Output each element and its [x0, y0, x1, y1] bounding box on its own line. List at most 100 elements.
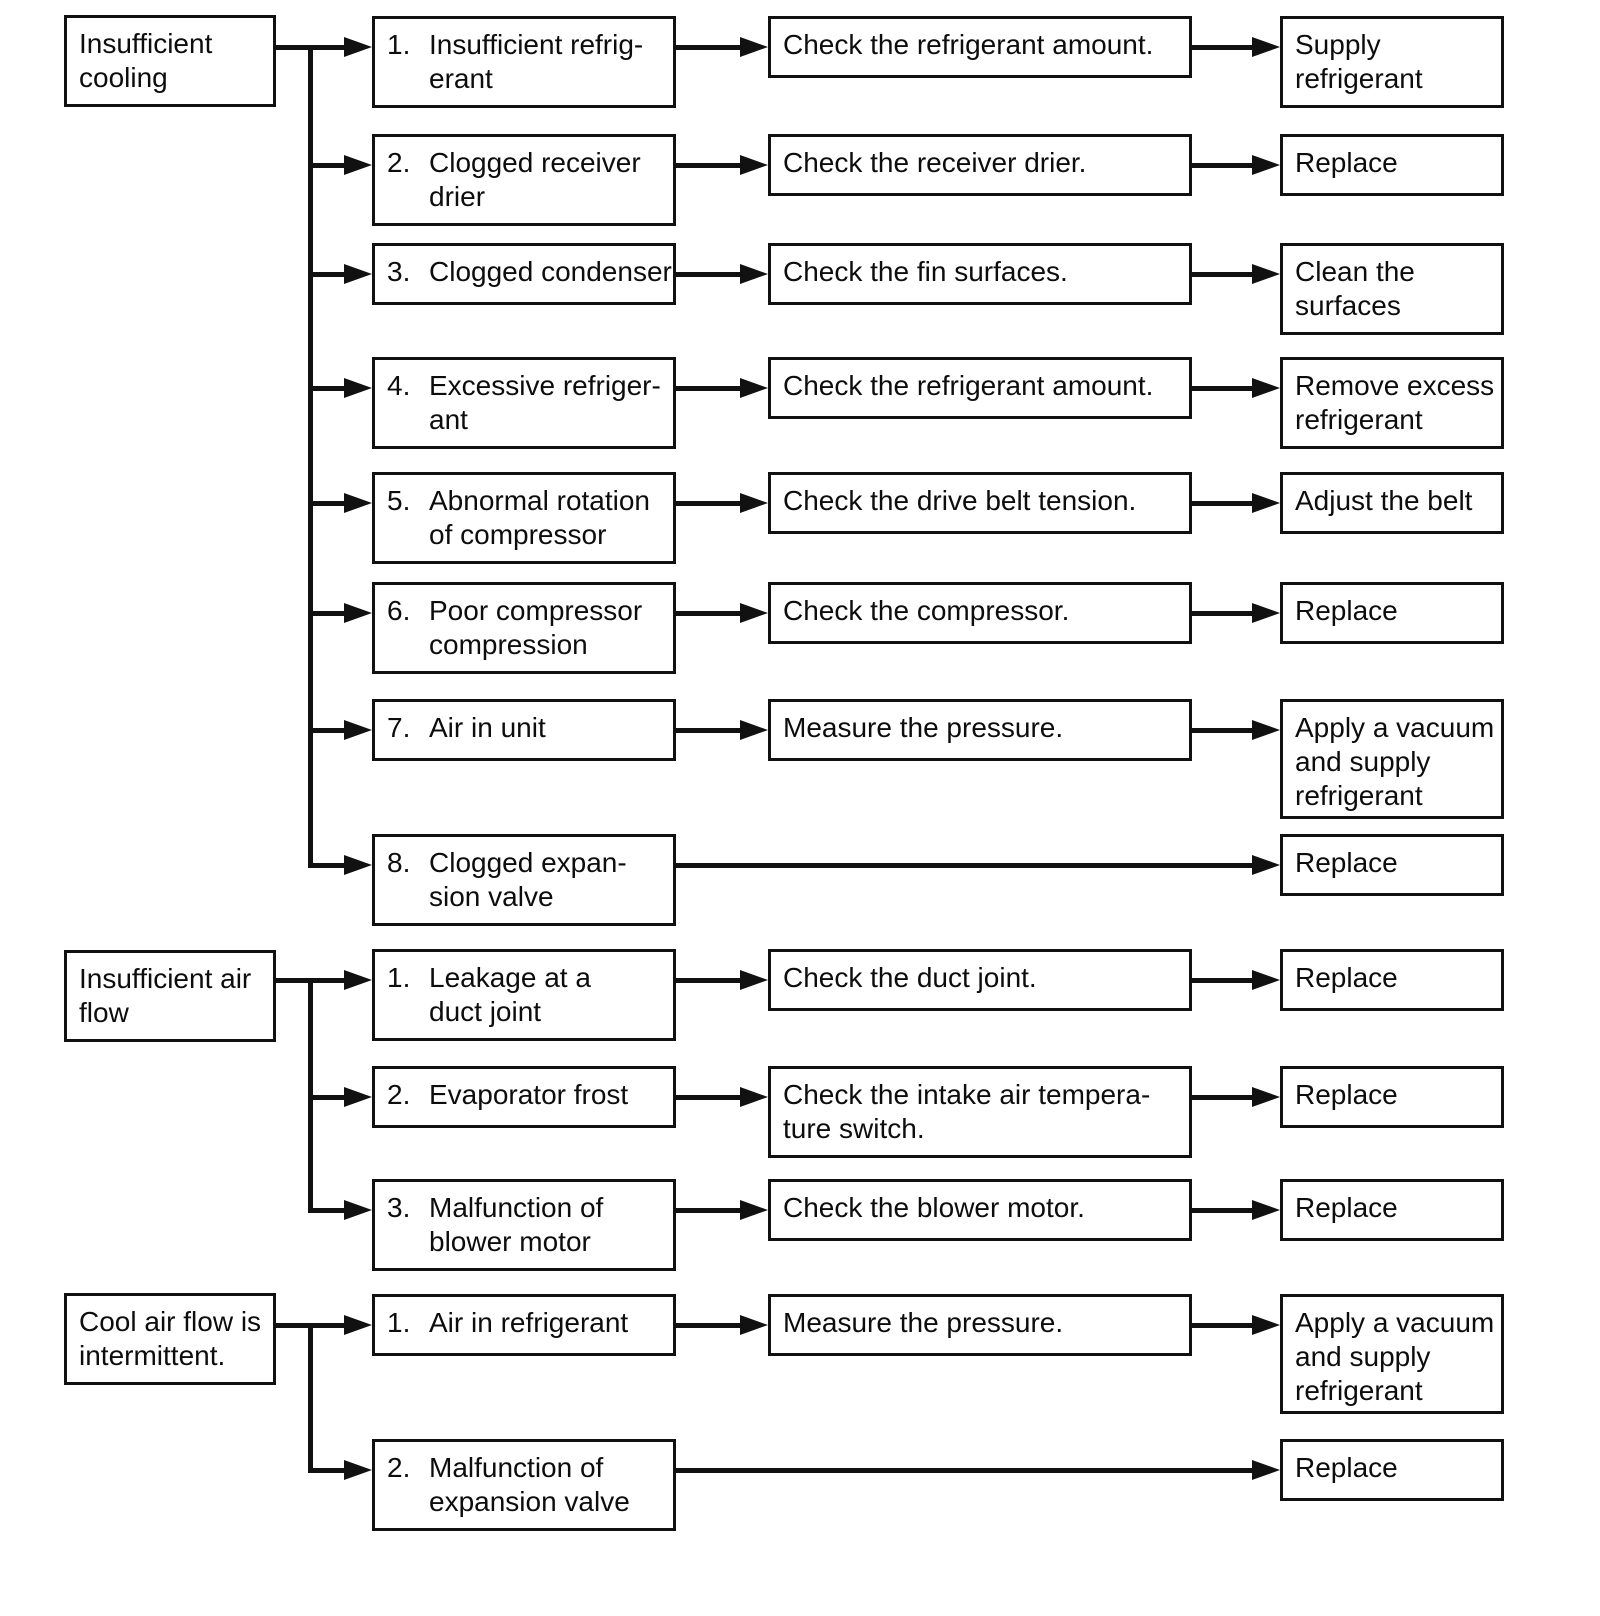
check-box: Check the compressor.: [768, 582, 1192, 644]
arrow-head-icon: [1252, 970, 1280, 990]
cause-number: 1.: [387, 29, 411, 60]
symptom-box-content: Cool air flow is intermittent.: [67, 1296, 273, 1382]
connector-line: [676, 386, 742, 391]
remedy-box: Replace: [1280, 1439, 1504, 1501]
arrow-head-icon: [1252, 720, 1280, 740]
remedy-box-content: Supply refrigerant: [1283, 19, 1501, 105]
cause-box: 2. Evaporator frost: [372, 1066, 676, 1128]
remedy-label: Replace: [1295, 595, 1398, 626]
connector-line: [676, 1323, 742, 1328]
remedy-label: Supply refrigerant: [1295, 29, 1423, 94]
connector-line: [1192, 978, 1254, 983]
arrow-head-icon: [344, 1315, 372, 1335]
cause-number: 3.: [387, 1192, 411, 1223]
cause-content: 7.Air in unit: [375, 702, 673, 754]
arrow-head-icon: [344, 37, 372, 57]
connector-line: [676, 1095, 742, 1100]
cause-box: 7.Air in unit: [372, 699, 676, 761]
check-box-content: Check the receiver drier.: [771, 137, 1189, 189]
cause-label: Malfunction of expansion valve: [429, 1452, 630, 1517]
connector-line: [308, 863, 346, 868]
arrow-head-icon: [1252, 855, 1280, 875]
connector-line: [308, 1208, 346, 1213]
remedy-box: Supply refrigerant: [1280, 16, 1504, 108]
check-label: Check the refrigerant amount.: [783, 29, 1154, 60]
check-label: Check the receiver drier.: [783, 147, 1087, 178]
symptom-label: Cool air flow is intermittent.: [79, 1306, 262, 1371]
check-box: Check the fin surfaces.: [768, 243, 1192, 305]
arrow-head-icon: [740, 720, 768, 740]
remedy-label: Replace: [1295, 147, 1398, 178]
remedy-box-content: Remove excess refrigerant: [1283, 360, 1501, 446]
check-box-content: Check the compressor.: [771, 585, 1189, 637]
arrow-head-icon: [1252, 1315, 1280, 1335]
cause-label: Clogged receiver drier: [429, 147, 641, 212]
cause-box: 1. Insufficient refrig- erant: [372, 16, 676, 108]
cause-content: 1.Leakage at a duct joint: [375, 952, 673, 1038]
connector-line: [308, 611, 346, 616]
check-box: Check the receiver drier.: [768, 134, 1192, 196]
cause-label: Insufficient refrig- erant: [429, 29, 644, 94]
remedy-box: Replace: [1280, 582, 1504, 644]
cause-number: 7.: [387, 712, 411, 743]
remedy-box: Apply a vacuum and supply refrigerant: [1280, 699, 1504, 819]
symptom-box: Cool air flow is intermittent.: [64, 1293, 276, 1385]
check-label: Measure the pressure.: [783, 712, 1064, 743]
connector-line: [308, 272, 346, 277]
remedy-box-content: Replace: [1283, 137, 1501, 189]
cause-box: 3.Clogged condenser: [372, 243, 676, 305]
check-box-content: Check the blower motor.: [771, 1182, 1189, 1234]
arrow-head-icon: [740, 493, 768, 513]
symptom-box-content: Insufficient cooling: [67, 18, 273, 104]
arrow-head-icon: [1252, 155, 1280, 175]
cause-label: Leakage at a duct joint: [429, 962, 591, 1027]
cause-content: 6.Poor compressor compression: [375, 585, 673, 671]
symptom-label: Insufficient air flow: [79, 963, 252, 1028]
cause-number: 2.: [387, 147, 411, 178]
connector-line: [676, 272, 742, 277]
check-box-content: Check the refrigerant amount.: [771, 19, 1189, 71]
arrow-head-icon: [1252, 493, 1280, 513]
remedy-label: Replace: [1295, 1192, 1398, 1223]
remedy-label: Apply a vacuum and supply refrigerant: [1295, 712, 1495, 811]
cause-content: 5.Abnormal rotation of compressor: [375, 475, 673, 561]
check-box-content: Check the refrigerant amount.: [771, 360, 1189, 412]
connector-line: [676, 163, 742, 168]
arrow-head-icon: [740, 603, 768, 623]
connector-line: [1192, 386, 1254, 391]
connector-line: [676, 1468, 1254, 1473]
remedy-box: Remove excess refrigerant: [1280, 357, 1504, 449]
remedy-box: Apply a vacuum and supply refrigerant: [1280, 1294, 1504, 1414]
check-box: Check the intake air tempera- ture switc…: [768, 1066, 1192, 1158]
arrow-head-icon: [1252, 1460, 1280, 1480]
connector-line: [676, 728, 742, 733]
symptom-box: Insufficient cooling: [64, 15, 276, 107]
cause-label: Evaporator frost: [429, 1079, 629, 1110]
remedy-box: Replace: [1280, 949, 1504, 1011]
cause-content: 3.Clogged condenser: [375, 246, 673, 298]
check-label: Check the fin surfaces.: [783, 256, 1068, 287]
arrow-head-icon: [740, 378, 768, 398]
connector-line: [308, 163, 346, 168]
check-label: Check the drive belt tension.: [783, 485, 1137, 516]
cause-content: 1. Insufficient refrig- erant: [375, 19, 673, 105]
check-label: Check the duct joint.: [783, 962, 1037, 993]
remedy-box-content: Apply a vacuum and supply refrigerant: [1283, 1297, 1501, 1417]
connector-line: [308, 1095, 346, 1100]
connector-line: [676, 978, 742, 983]
remedy-label: Replace: [1295, 962, 1398, 993]
cause-number: 2.: [387, 1079, 411, 1110]
check-box: Check the refrigerant amount.: [768, 16, 1192, 78]
symptom-box: Insufficient air flow: [64, 950, 276, 1042]
connector-line: [676, 45, 742, 50]
check-label: Check the refrigerant amount.: [783, 370, 1154, 401]
cause-label: Abnormal rotation of compressor: [429, 485, 651, 550]
remedy-label: Remove excess refrigerant: [1295, 370, 1495, 435]
remedy-box: Clean the surfaces: [1280, 243, 1504, 335]
arrow-head-icon: [740, 155, 768, 175]
cause-content: 2. Evaporator frost: [375, 1069, 673, 1121]
arrow-head-icon: [344, 378, 372, 398]
arrow-head-icon: [740, 37, 768, 57]
connector-line: [1192, 45, 1254, 50]
check-label: Check the compressor.: [783, 595, 1070, 626]
